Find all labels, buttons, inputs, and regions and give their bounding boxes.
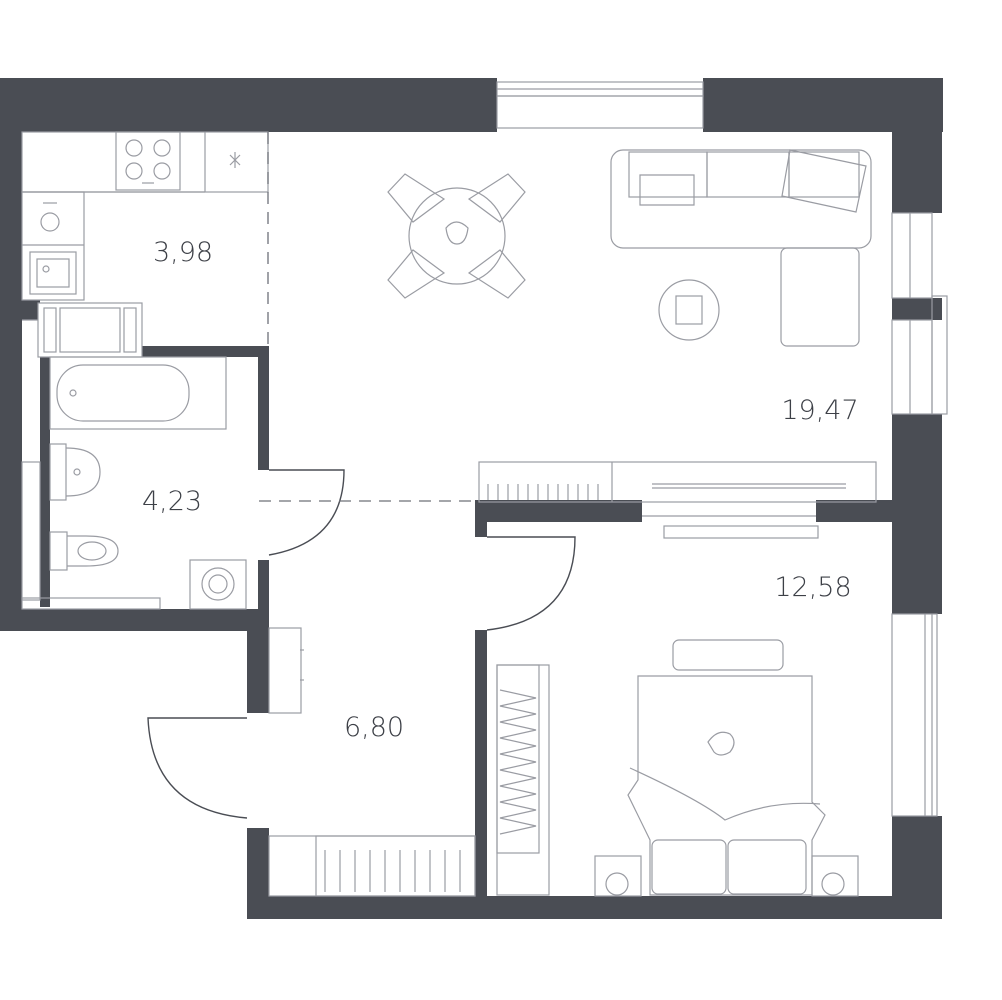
bathtub-icon xyxy=(49,356,227,430)
kitchen: 3,98 xyxy=(21,131,269,345)
walls xyxy=(0,78,943,919)
tv-icon xyxy=(642,515,819,539)
washbasin-icon xyxy=(49,443,101,501)
room-area-kitchen: 3,98 xyxy=(153,237,213,268)
living-room: 19,47 xyxy=(259,149,877,503)
fridge-icon xyxy=(229,152,241,168)
windows xyxy=(22,81,948,817)
toilet-icon xyxy=(49,531,119,571)
stove-icon xyxy=(115,131,181,191)
room-area-hallway: 6,80 xyxy=(344,712,404,743)
washer-cabinet xyxy=(37,302,143,358)
bathroom-door xyxy=(268,469,345,556)
washing-machine-icon xyxy=(189,559,247,610)
bathroom: 4,23 xyxy=(21,356,247,610)
dining-table-icon xyxy=(387,173,526,299)
room-area-living-room: 19,47 xyxy=(781,395,858,426)
bedroom: 12,58 xyxy=(486,515,859,897)
entrance-door xyxy=(147,717,248,819)
dishwasher-icon xyxy=(40,202,60,232)
coffee-table-icon xyxy=(658,279,720,341)
tv-stand-icon xyxy=(478,461,877,503)
room-area-bathroom: 4,23 xyxy=(142,486,202,517)
sofa-icon xyxy=(610,149,872,347)
nightstand-left-icon xyxy=(594,855,642,897)
nightstand-right-icon xyxy=(811,855,859,897)
shoe-cabinet-icon xyxy=(268,627,304,714)
hallway-wardrobe-icon xyxy=(268,835,476,897)
bed-icon xyxy=(627,639,826,896)
hallway: 6,80 xyxy=(147,627,476,897)
sink-icon xyxy=(29,251,77,295)
wardrobe-icon xyxy=(496,664,550,896)
bedroom-door xyxy=(486,536,576,631)
room-area-bedroom: 12,58 xyxy=(774,572,851,603)
